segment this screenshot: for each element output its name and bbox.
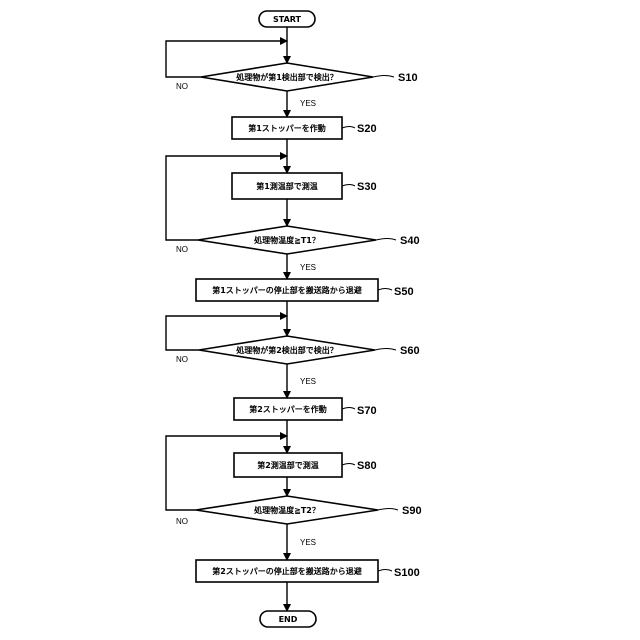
s30-step-label: S30 [357, 181, 377, 193]
s10-step-leader [373, 76, 394, 78]
s10-yes-label: YES [300, 99, 316, 108]
end-label: END [279, 615, 298, 624]
s70-step-leader [342, 408, 355, 410]
s40-step-leader [376, 239, 396, 241]
s90-step-leader [378, 509, 398, 511]
s90-no-label: NO [176, 517, 188, 526]
s100-step-label: S100 [394, 567, 420, 579]
s60-text: 処理物が第2検出部で検出？ [235, 345, 338, 355]
s40-text: 処理物温度≧T1？ [253, 235, 320, 245]
s70-text: 第2ストッパーを作動 [249, 404, 327, 414]
s80-step-label: S80 [357, 460, 377, 472]
s90-yes-label: YES [300, 538, 316, 547]
s20-step-leader [342, 127, 355, 129]
s80-step-leader [342, 464, 355, 466]
s10-no-label: NO [176, 82, 188, 91]
start-label: START [273, 15, 302, 24]
s50-text: 第1ストッパーの停止部を搬送路から退避 [212, 285, 362, 295]
s10-text: 処理物が第1検出部で検出？ [235, 72, 338, 82]
s60-step-label: S60 [400, 345, 420, 357]
s20-text: 第1ストッパーを作動 [248, 123, 326, 133]
s40-step-label: S40 [400, 235, 420, 247]
s100-text: 第2ストッパーの停止部を搬送路から退避 [212, 566, 362, 576]
s40-yes-label: YES [300, 263, 316, 272]
s60-no-label: NO [176, 355, 188, 364]
s80-text: 第2測温部で測温 [257, 460, 319, 470]
s50-step-leader [378, 289, 392, 291]
s30-text: 第1測温部で測温 [256, 181, 318, 191]
s90-step-label: S90 [402, 505, 422, 517]
s50-step-label: S50 [394, 286, 414, 298]
s20-step-label: S20 [357, 123, 377, 135]
s100-step-leader [378, 570, 392, 572]
s30-step-leader [342, 185, 355, 187]
s90-text: 処理物温度≧T2？ [253, 505, 320, 515]
s60-yes-label: YES [300, 377, 316, 386]
s70-step-label: S70 [357, 405, 377, 417]
s10-step-label: S10 [398, 72, 418, 84]
s60-step-leader [375, 349, 396, 351]
s40-no-label: NO [176, 245, 188, 254]
